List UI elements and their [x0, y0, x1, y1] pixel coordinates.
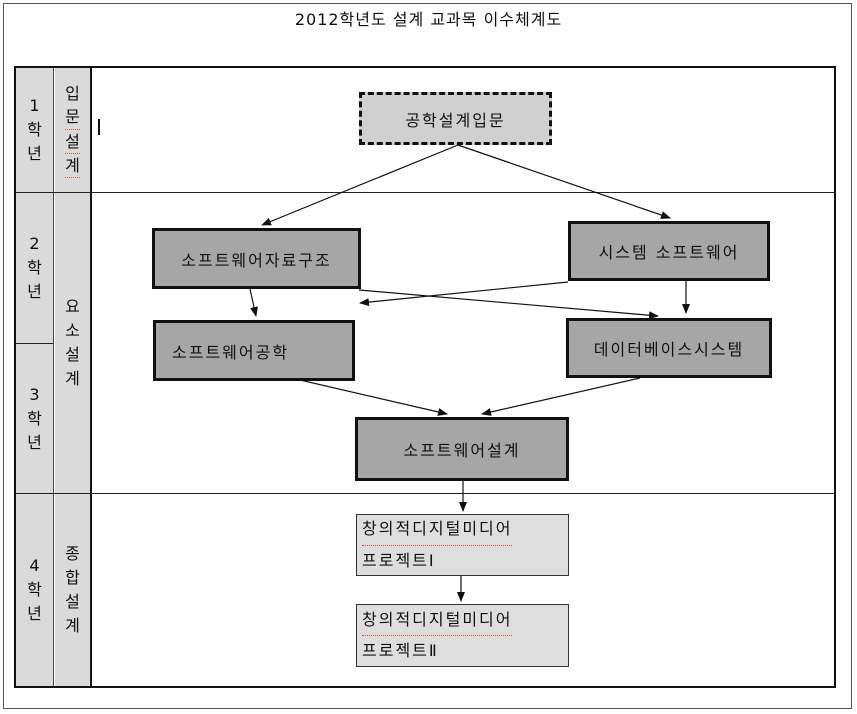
grid-divider [53, 68, 54, 686]
year1-category-char: 설 [65, 130, 80, 154]
year4-category-char: 합 [65, 568, 80, 587]
year4-grade-cell: 4 학 년 [16, 494, 53, 686]
year3-grade-char: 3 [29, 384, 40, 404]
year4-grade-char: 4 [29, 556, 40, 575]
year1-category-cell: 입 문 설 계 [55, 68, 90, 192]
year3-grade-cell: 3 학 년 [16, 344, 53, 493]
year23-category-char: 설 [65, 345, 80, 364]
course-label: 시스템 소프트웨어 [598, 243, 740, 262]
course-box-software-design: 소프트웨어설계 [355, 417, 569, 481]
grid-divider [16, 493, 834, 494]
course-label: 데이터베이스시스템 [593, 340, 745, 359]
year3-grade-char: 학 [27, 408, 42, 428]
year4-grade-char: 년 [27, 604, 42, 623]
course-box-software-engineering: 소프트웨어공학 [153, 320, 355, 381]
year4-category-char: 설 [65, 592, 80, 611]
year2-grade-char: 년 [27, 282, 42, 301]
course-box-capstone-project-1: 창의적디지털미디어 프로젝트Ⅰ [356, 514, 569, 576]
year2-grade-cell: 2 학 년 [16, 193, 53, 343]
year1-grade-char: 년 [27, 144, 42, 163]
arrow-datastructures-to-swengineering [249, 288, 258, 317]
year4-category-char: 계 [65, 616, 80, 635]
course-label: 소프트웨어공학 [172, 342, 290, 362]
course-box-database-systems: 데이터베이스시스템 [566, 318, 772, 378]
year4-grade-char: 학 [27, 580, 42, 599]
year4-category-char: 종 [65, 544, 80, 563]
course-label-line1: 창의적디지털미디어 [362, 605, 513, 636]
page-frame [3, 3, 852, 709]
year1-grade-char: 1 [29, 96, 40, 115]
arrow-intro-to-datastructures [261, 144, 459, 226]
year23-category-char: 계 [65, 369, 80, 388]
arrow-swengineering-to-swdesign [299, 379, 448, 416]
course-label: 소프트웨어자료구조 [181, 250, 332, 270]
text-cursor [98, 119, 100, 135]
year4-category-cell: 종 합 설 계 [55, 494, 90, 686]
year2-grade-char: 학 [27, 258, 42, 277]
arrow-intro-to-systemsoftware [457, 144, 671, 219]
course-box-intro-design: 공학설계입문 [359, 92, 552, 145]
course-label-line1: 창의적디지털미디어 [362, 514, 513, 546]
grid-divider [16, 343, 53, 344]
course-box-data-structures: 소프트웨어자료구조 [152, 228, 361, 289]
arrow-datastructures-to-database [358, 289, 659, 320]
year23-category-cell: 요 소 설 계 [55, 193, 90, 493]
year23-category-char: 요 [65, 297, 80, 316]
year23-category-char: 소 [65, 321, 80, 340]
year1-grade-cell: 1 학 년 [16, 68, 53, 192]
course-box-capstone-project-2: 창의적디지털미디어 프로젝트Ⅱ [356, 604, 569, 667]
year1-grade-char: 학 [27, 120, 42, 139]
course-label-line2: 프로젝트Ⅰ [362, 550, 436, 570]
course-label-line2: 프로젝트Ⅱ [362, 641, 439, 660]
course-label: 공학설계입문 [405, 110, 506, 130]
course-box-system-software: 시스템 소프트웨어 [568, 221, 770, 281]
year2-grade-char: 2 [29, 234, 40, 253]
page-title: 2012학년도 설계 교과목 이수체계도 [294, 10, 563, 29]
curriculum-grid: 1 학 년 입 문 설 계 2 학 년 3 학 년 요 소 설 계 4 학 년 … [14, 66, 836, 688]
year1-category-char: 문 [65, 105, 80, 130]
arrow-database-to-swdesign [481, 377, 641, 416]
grid-divider [90, 68, 92, 686]
year3-grade-char: 년 [27, 432, 42, 452]
grid-divider [16, 192, 834, 193]
course-label: 소프트웨어설계 [403, 441, 521, 460]
arrow-systemsoftware-to-swengineering [359, 281, 569, 307]
year1-category-char: 계 [65, 154, 80, 178]
year1-category-char: 입 [65, 84, 80, 104]
